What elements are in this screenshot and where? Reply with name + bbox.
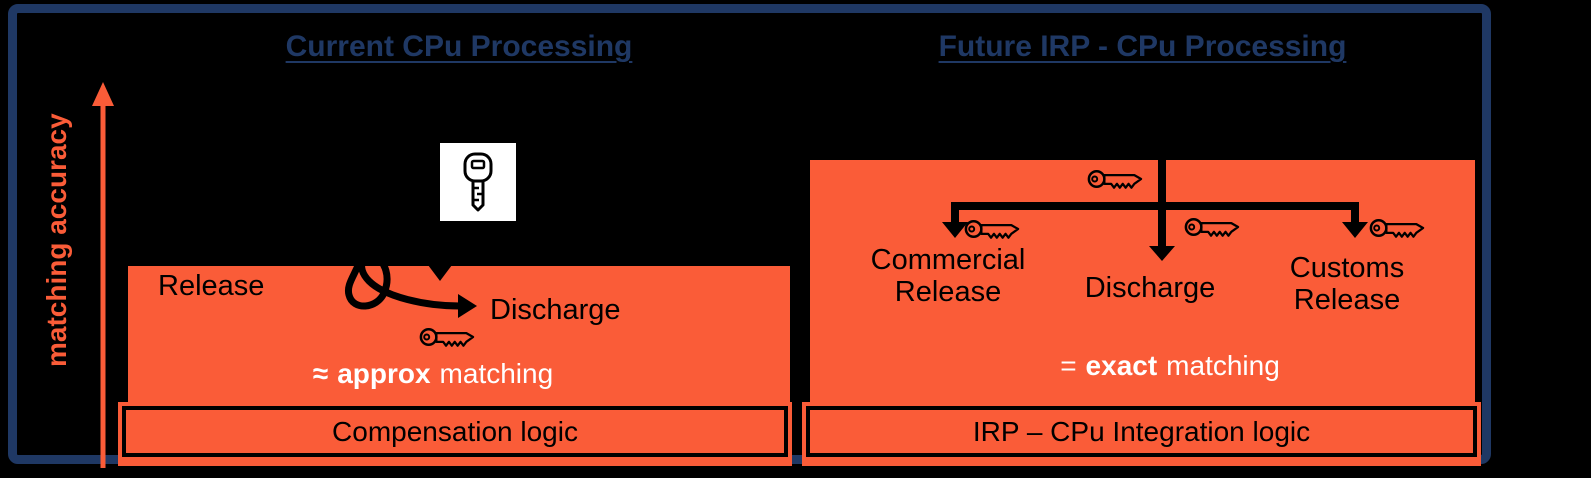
title-future-irp-cpu: Future IRP - CPu Processing [938,30,1347,63]
approx-bold: approx [337,358,431,389]
exact-bold: exact [1085,350,1158,381]
commercial-release-label: Commercial Release [870,244,1026,309]
matching-accuracy-axis-arrow-icon [92,82,114,468]
title-current-cpu: Current CPu Processing [285,30,633,63]
approx-symbol: ≈ [312,358,329,389]
key-icon [1183,212,1241,242]
key-card [440,143,516,221]
tangled-arrows-icon [344,226,477,318]
compensation-logic-label: Compensation logic [122,406,788,457]
key-icon [1368,213,1426,243]
irp-integration-logic-bar: IRP – CPu Integration logic [802,402,1481,466]
key-icon [1086,164,1144,194]
branching-arrows-icon [942,160,1368,261]
key-icon [963,214,1021,244]
irp-integration-logic-label: IRP – CPu Integration logic [806,406,1477,457]
exact-rest: matching [1166,350,1280,381]
future-processing-panel: Commercial Release Discharge Customs Rel… [810,160,1475,402]
current-processing-panel: Release Discharge ≈ approx matching [128,266,790,402]
approx-matching-text: ≈ approx matching [128,358,738,390]
approx-rest: matching [439,358,554,389]
discharge-node-label: Discharge [1084,272,1216,304]
matching-accuracy-label: matching accuracy [41,113,72,367]
exact-matching-text: = exact matching [840,350,1500,382]
release-label: Release [158,270,265,302]
customs-release-label: Customs Release [1289,252,1405,317]
car-key-icon [463,152,493,212]
compensation-logic-bar: Compensation logic [118,402,792,466]
key-icon [418,322,476,352]
discharge-label: Discharge [490,294,621,326]
exact-symbol: = [1060,350,1077,381]
